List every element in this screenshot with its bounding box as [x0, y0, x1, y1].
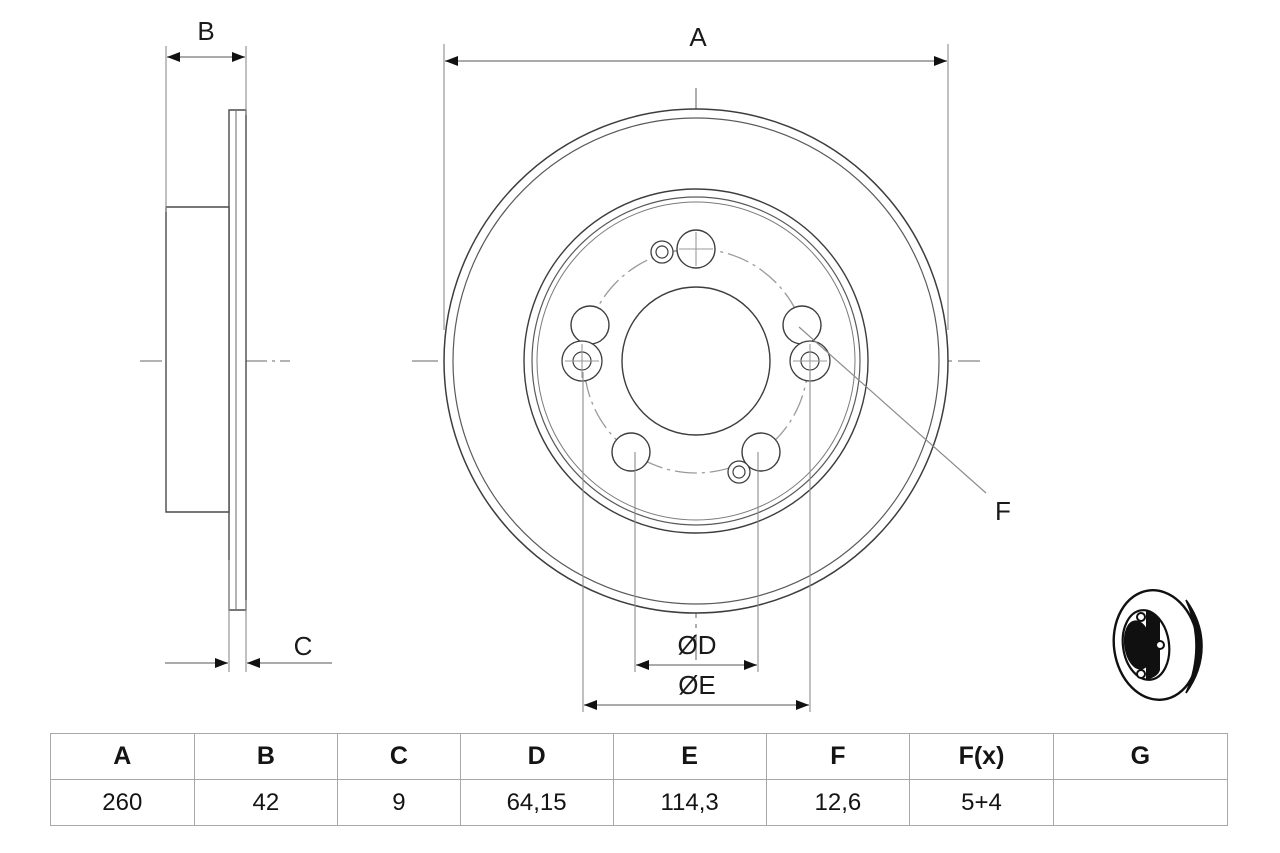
- thumb-rotor-edge: [1185, 599, 1203, 694]
- dimension-d: ØD: [634, 452, 759, 672]
- disc-friction-edge: [452, 117, 940, 605]
- hub-flange-inner-2: [536, 201, 856, 521]
- dimension-label-f: F: [995, 496, 1011, 526]
- table-cell-f: 12,6: [765, 779, 911, 826]
- table-header-f: F: [765, 733, 911, 780]
- dimension-label-d: ØD: [678, 630, 717, 660]
- dimension-label-a: A: [689, 22, 707, 52]
- side-disc-outline: [228, 109, 247, 611]
- table-header-g: G: [1052, 733, 1229, 780]
- table-cell-fx: 5+4: [909, 779, 1054, 826]
- table-cell-b: 42: [193, 779, 339, 826]
- locating-hole: [727, 460, 751, 484]
- table-row: 260 42 9 64,15 114,3 12,6 5+4: [50, 779, 1229, 826]
- dimension-label-c: C: [294, 631, 313, 661]
- side-hub-outline: [165, 206, 230, 513]
- table-header-c: C: [337, 733, 461, 780]
- spec-table-container: A B C D E F F(x) G 260 42 9 64,15 114,3: [50, 733, 1229, 826]
- table-header-b: B: [193, 733, 339, 780]
- table-cell-g: [1052, 779, 1229, 826]
- dimension-c: C: [165, 560, 332, 672]
- f-leader-line: [798, 326, 987, 494]
- dimension-label-b: B: [197, 16, 214, 46]
- front-face-view: A ØD ØE F: [412, 22, 1011, 712]
- table-cell-a: 260: [50, 779, 195, 826]
- table-cell-e: 114,3: [612, 779, 767, 826]
- dimension-e: ØE: [582, 372, 811, 712]
- wheel-bolt-holes: [570, 229, 822, 472]
- table-header-d: D: [459, 733, 614, 780]
- locating-hole: [650, 240, 674, 264]
- wheel-bolt-hole: [611, 432, 651, 472]
- table-header-row: A B C D E F F(x) G: [50, 733, 1229, 780]
- dimension-b: B: [165, 16, 247, 212]
- leader-f: F: [798, 326, 1011, 526]
- dimension-label-e: ØE: [678, 670, 716, 700]
- wheel-bolt-hole: [570, 305, 610, 345]
- hub-flange-outer: [523, 188, 869, 534]
- table-header-fx: F(x): [909, 733, 1054, 780]
- center-bore: [621, 286, 771, 436]
- thumb-bolt-hole: [1155, 640, 1165, 650]
- thumb-bolt-hole: [1136, 612, 1146, 622]
- spec-table: A B C D E F F(x) G 260 42 9 64,15 114,3: [50, 733, 1229, 826]
- product-photo-thumbnail: [1112, 589, 1203, 701]
- thumb-bolt-hole: [1136, 669, 1146, 679]
- table-header-a: A: [50, 733, 195, 780]
- wheel-bolt-hole: [741, 432, 781, 472]
- table-cell-c: 9: [337, 779, 461, 826]
- thumb-hub-band: [1146, 611, 1160, 680]
- wheel-bolt-hole: [782, 305, 822, 345]
- table-header-e: E: [612, 733, 767, 780]
- dimension-a: A: [443, 22, 949, 330]
- table-cell-d: 64,15: [459, 779, 614, 826]
- side-section-view: B C: [140, 16, 332, 672]
- thumb-center-bore: [1123, 620, 1153, 670]
- hub-flange-inner: [531, 196, 861, 526]
